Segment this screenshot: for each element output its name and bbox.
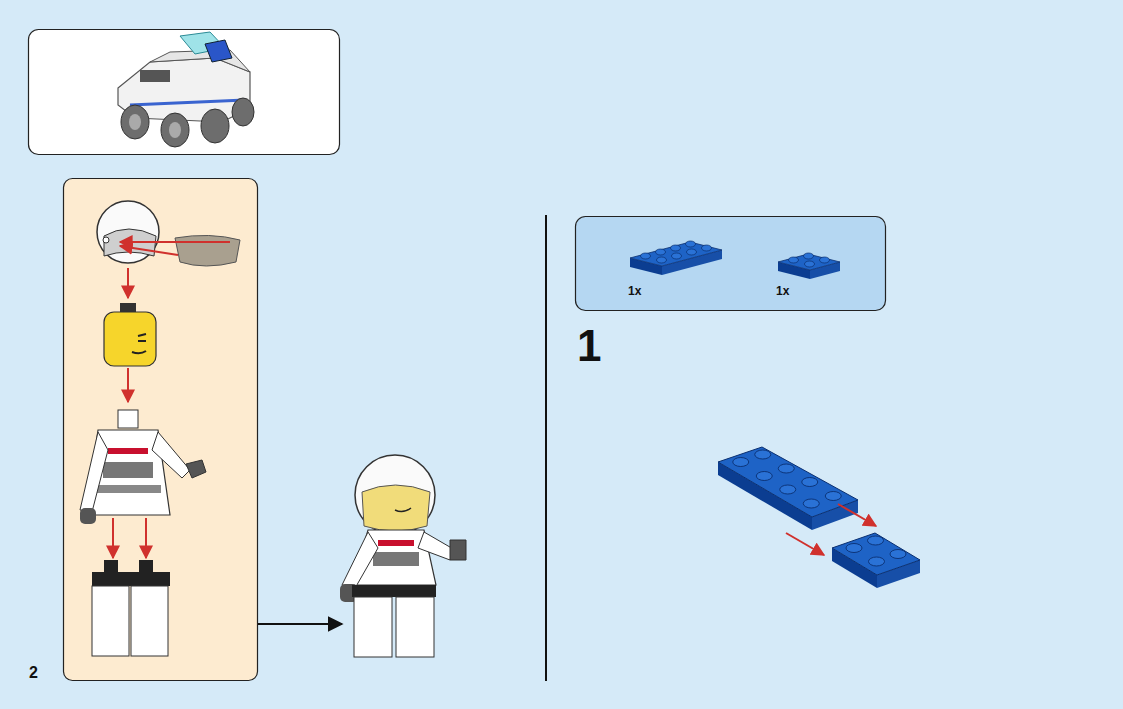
part-count: 1x <box>628 284 641 298</box>
parts-box: 1x 1x <box>575 216 886 311</box>
vehicle-picture <box>118 32 254 147</box>
minifig-panel <box>64 179 258 681</box>
minifig-assembled <box>340 455 466 657</box>
assembly-arrow <box>258 623 342 625</box>
page-number: 2 <box>29 665 38 681</box>
step-number: 1 <box>577 324 601 368</box>
step-plates <box>718 447 920 588</box>
part-count: 1x <box>776 284 789 298</box>
divider-line <box>545 215 547 681</box>
parts-plates <box>630 241 840 279</box>
minifig-exploded <box>80 201 240 656</box>
preview-box <box>29 30 340 155</box>
parts-box-fill <box>576 217 886 311</box>
